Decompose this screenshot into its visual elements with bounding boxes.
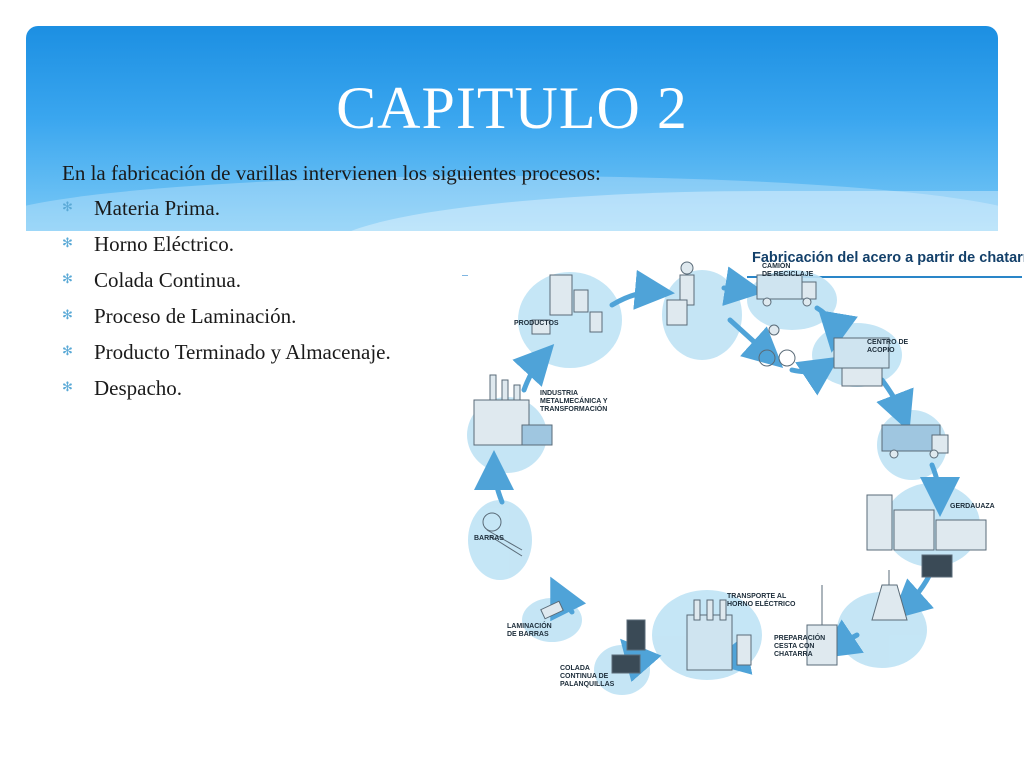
label-industria-1: INDUSTRIA [540,390,578,397]
label-transporte-1: TRANSPORTE AL [727,593,787,600]
label-preparacion-1: PREPARACIÓN [774,633,825,642]
label-gerdau: GERDAUAZA [950,503,995,510]
list-item: ✻Materia Prima. [62,190,762,226]
list-item: ✻Producto Terminado y Almacenaje. [62,334,762,370]
label-colada-1: COLADA [560,665,590,672]
process-list: ✻Materia Prima. ✻Horno Eléctrico. ✻Colad… [62,190,762,406]
label-colada-2: CONTINUA DE [560,673,609,680]
label-laminacion-1: LAMINACIÓN [507,621,552,630]
asterisk-bullet-icon: ✻ [62,308,73,323]
diagram-title-underline [747,276,1022,278]
asterisk-bullet-icon: ✻ [62,272,73,287]
label-industria-3: TRANSFORMACIÓN [540,404,607,413]
label-preparacion-3: CHATARRA [774,651,813,658]
label-barras: BARRAS [474,535,504,542]
label-preparacion-2: CESTA CON [774,643,814,650]
label-camion-1: CAMIÓN [762,261,790,270]
list-item: ✻Colada Continua. [62,262,762,298]
label-transporte-2: HORNO ELÉCTRICO [727,599,796,608]
asterisk-bullet-icon: ✻ [62,344,73,359]
intro-text: En la fabricación de varillas interviene… [62,161,601,185]
header-band [26,26,998,231]
list-item: ✻Despacho. [62,370,762,406]
label-industria-2: METALMECÁNICA Y [540,396,608,405]
label-centro-2: ACOPIO [867,347,895,354]
asterisk-bullet-icon: ✻ [62,200,73,215]
asterisk-bullet-icon: ✻ [62,380,73,395]
label-laminacion-2: DE BARRAS [507,631,549,638]
label-centro-1: CENTRO DE [867,339,909,346]
slide-title: CAPITULO 2 [336,75,688,141]
list-item: ✻Proceso de Laminación. [62,298,762,334]
diagram-title: Fabricación del acero a partir de chatar… [752,250,1024,266]
list-item: ✻Horno Eléctrico. [62,226,762,262]
steel-recycling-diagram: Fabricación del acero a partir de chatar… [462,240,1024,710]
label-productos: PRODUCTOS [514,320,559,327]
label-camion-2: DE RECICLAJE [762,271,814,278]
asterisk-bullet-icon: ✻ [62,236,73,251]
slide-content: En la fabricación de varillas interviene… [62,156,762,406]
label-colada-3: PALANQUILLAS [560,681,615,688]
cycle-illustration: PRODUCTOS CAMIÓN DE RECICLAJE CENTRO DE … [467,261,995,695]
